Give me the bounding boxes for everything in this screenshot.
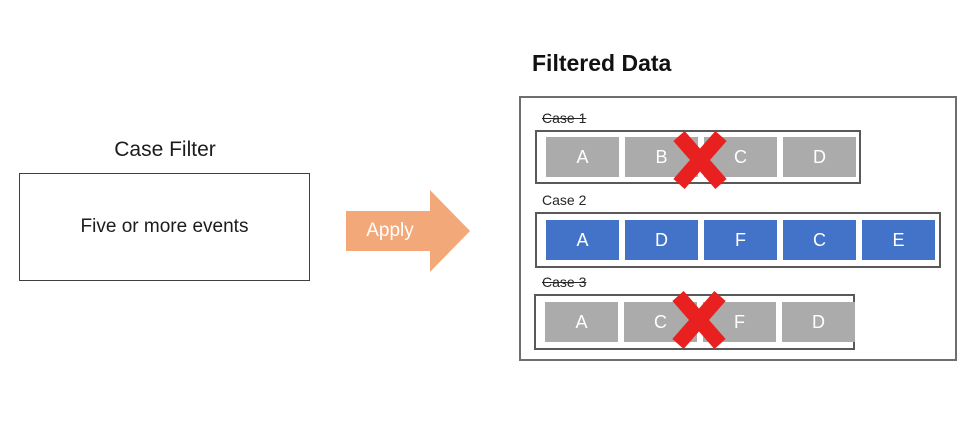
red-x-icon bbox=[673, 131, 727, 189]
filter-criteria-text: Five or more events bbox=[80, 216, 249, 237]
filtered-data-title: Filtered Data bbox=[532, 50, 672, 76]
case-1-row: A B C D bbox=[535, 130, 861, 184]
event-box: C bbox=[783, 220, 856, 260]
apply-arrow: Apply bbox=[346, 189, 470, 273]
event-box: F bbox=[704, 220, 777, 260]
event-box: D bbox=[625, 220, 698, 260]
event-box: D bbox=[783, 137, 856, 177]
case-1-label: Case 1 bbox=[542, 110, 587, 126]
event-box: E bbox=[862, 220, 935, 260]
apply-arrow-label: Apply bbox=[366, 220, 414, 241]
case-filter-box: Five or more events bbox=[19, 173, 310, 281]
case-2-label: Case 2 bbox=[542, 192, 587, 208]
red-x-icon bbox=[672, 291, 726, 349]
event-box: D bbox=[782, 302, 855, 342]
event-box: A bbox=[546, 137, 619, 177]
case-3-label: Case 3 bbox=[542, 274, 587, 290]
event-box: A bbox=[545, 302, 618, 342]
filtered-data-panel: Case 1 A B C D Case 2 A D F C E Case 3 A… bbox=[519, 96, 957, 361]
event-box: A bbox=[546, 220, 619, 260]
case-filter-title: Case Filter bbox=[114, 138, 216, 161]
case-2-row: A D F C E bbox=[535, 212, 941, 268]
right-arrow-icon bbox=[346, 190, 470, 272]
